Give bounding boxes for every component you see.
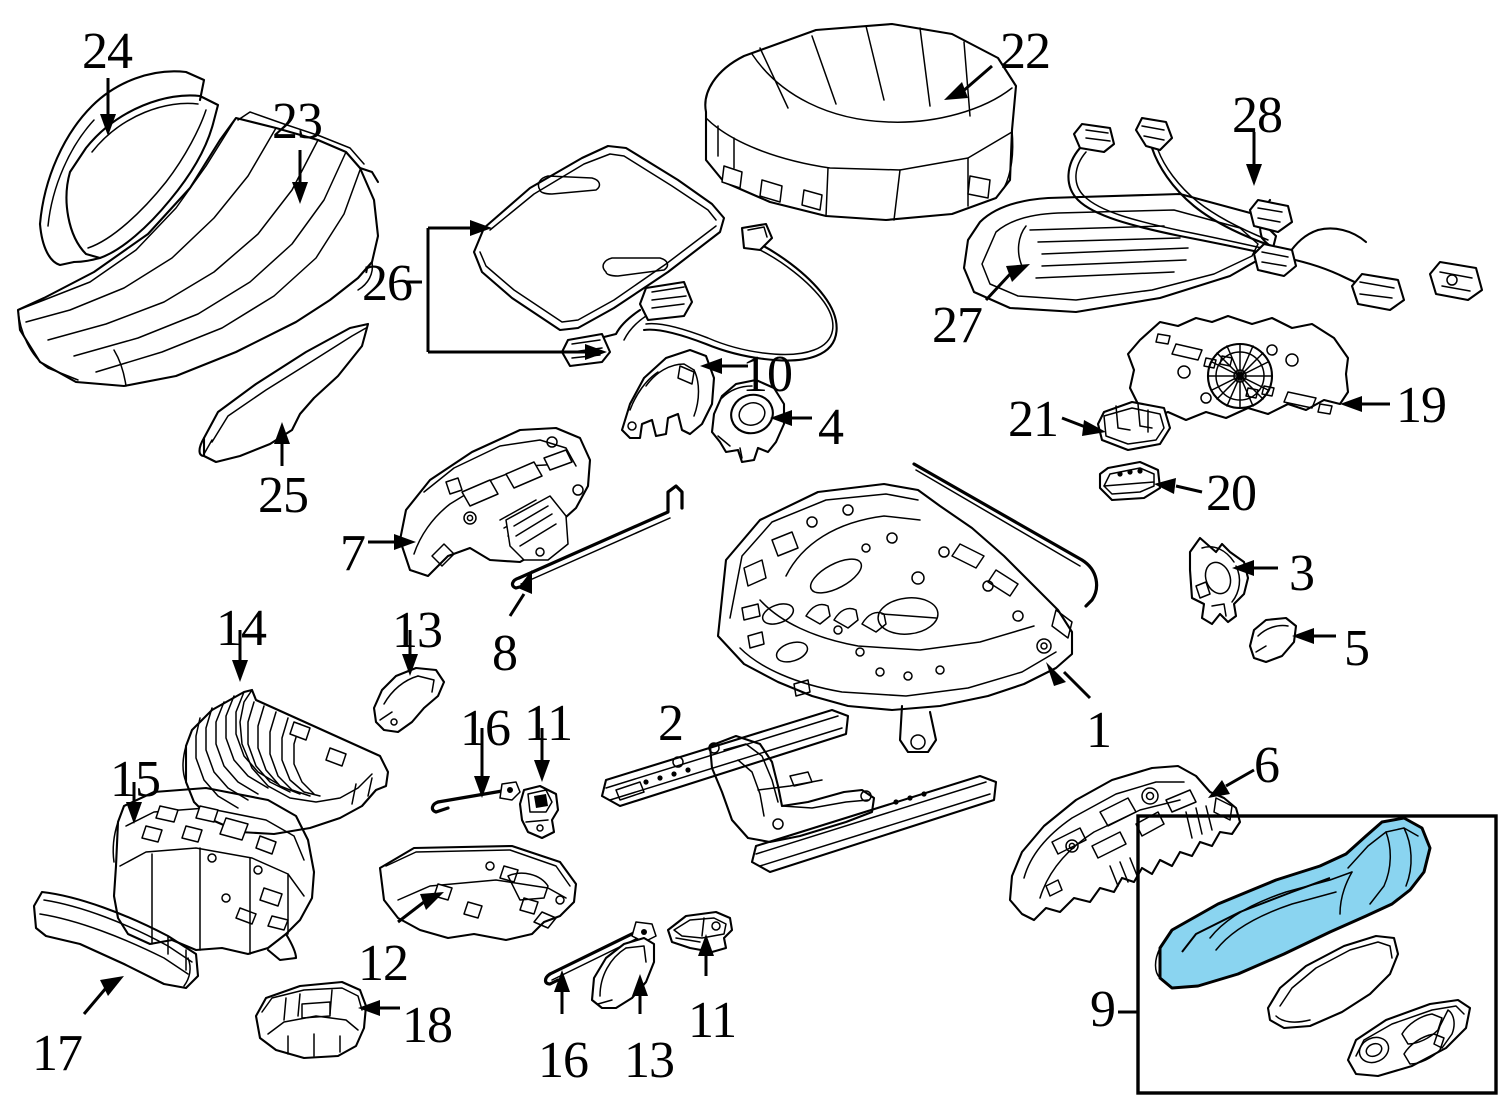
callout-12[interactable]: 12 [358, 935, 409, 992]
part-12-lower-shield-plate [378, 844, 578, 942]
part-8-release-link-rod [510, 484, 684, 590]
part-22-seat-cushion-pad [704, 22, 1018, 222]
callout-10[interactable]: 10 [742, 346, 793, 403]
part-19-ventilation-fan-module [1126, 314, 1350, 422]
callout-23[interactable]: 23 [272, 93, 323, 150]
callout-17[interactable]: 17 [32, 1025, 83, 1082]
part-2-seat-track-rail-assembly [600, 708, 998, 874]
callout-13-lower[interactable]: 13 [624, 1032, 675, 1089]
part-3-recliner-handle-bracket [1188, 536, 1250, 626]
callout-15[interactable]: 15 [110, 751, 161, 808]
part-27-heater-element-mat [962, 192, 1278, 314]
part-25-side-bolster-pad [198, 322, 370, 464]
part-16-adjuster-link-rod-upper [430, 781, 521, 814]
part-11-mounting-bracket-upper [518, 784, 560, 840]
callout-14[interactable]: 14 [216, 600, 267, 657]
callout-9[interactable]: 9 [1090, 981, 1116, 1038]
callout-22[interactable]: 22 [1000, 23, 1051, 80]
callout-21[interactable]: 21 [1008, 391, 1059, 448]
callout-16-lower[interactable]: 16 [538, 1032, 589, 1089]
callout-11-upper[interactable]: 11 [524, 695, 573, 752]
part-11-mounting-bracket-lower [666, 910, 734, 954]
callout-18[interactable]: 18 [402, 997, 453, 1054]
part-5-pivot-cover-cap [1248, 616, 1298, 664]
callout-13-upper[interactable]: 13 [392, 602, 443, 659]
callout-leaders [82, 64, 1390, 1016]
part-9-inset-panel [1136, 814, 1498, 1095]
part-26-occupant-sensor-mat [406, 144, 838, 368]
callout-19[interactable]: 19 [1396, 377, 1447, 434]
part-24-side-bolster-cover [38, 70, 220, 267]
callout-20[interactable]: 20 [1206, 465, 1257, 522]
part-20-small-connector [1098, 460, 1162, 502]
callout-26[interactable]: 26 [362, 255, 413, 312]
callout-6[interactable]: 6 [1254, 737, 1280, 794]
part-18-end-cap-housing [254, 980, 368, 1060]
part-28-seat-wiring-harness [1067, 116, 1484, 312]
part-23-seat-cushion-cover [16, 111, 380, 388]
callout-4[interactable]: 4 [818, 399, 844, 456]
part-15-switch-module [112, 786, 316, 962]
callout-3[interactable]: 3 [1289, 545, 1315, 602]
callout-11-lower[interactable]: 11 [688, 992, 737, 1049]
part-1-seat-cushion-frame [716, 462, 1099, 754]
part-7-inner-side-shield [398, 426, 592, 578]
callout-25[interactable]: 25 [258, 467, 309, 524]
callout-1[interactable]: 1 [1086, 702, 1112, 759]
part-4-recliner-pivot-hub [710, 378, 786, 464]
callout-7[interactable]: 7 [340, 525, 366, 582]
callout-24[interactable]: 24 [82, 23, 133, 80]
callout-5[interactable]: 5 [1344, 620, 1370, 677]
callout-8[interactable]: 8 [492, 625, 518, 682]
part-21-connector-block [1096, 400, 1172, 452]
callout-27[interactable]: 27 [932, 297, 983, 354]
callout-16-upper[interactable]: 16 [460, 700, 511, 757]
callout-2[interactable]: 2 [658, 695, 684, 752]
part-10-recliner-bracket-support [620, 348, 716, 440]
part-13-trim-clip-cover-upper [372, 666, 446, 734]
part-17-front-edge-trim [32, 890, 200, 990]
part-6-outer-track-cover-trim [1008, 764, 1242, 922]
callout-28[interactable]: 28 [1232, 87, 1283, 144]
